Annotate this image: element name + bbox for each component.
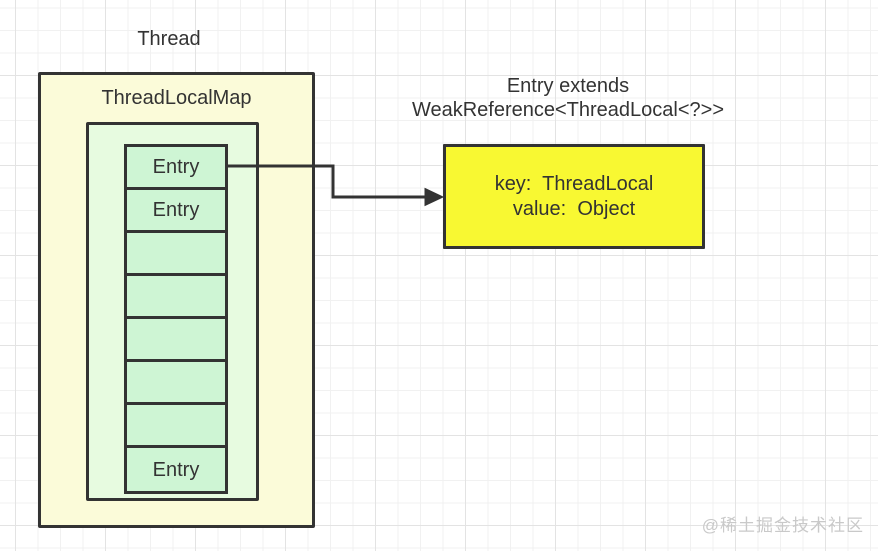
entry-slot: Entry — [127, 147, 225, 190]
entry-note: Entry extends WeakReference<ThreadLocal<… — [393, 74, 743, 122]
watermark-text: @稀土掘金技术社区 — [701, 516, 864, 535]
entry-slot-label: Entry — [152, 199, 200, 221]
entry-slot-label: Entry — [152, 156, 200, 178]
entry-slot — [127, 362, 225, 405]
threadlocalmap-label: ThreadLocalMap — [101, 87, 252, 109]
entry-note-line1: Entry extends — [506, 75, 630, 97]
entry-slot — [127, 319, 225, 362]
entry-array: Entry Entry Entry — [124, 144, 228, 494]
entry-key-text: key: ThreadLocal — [494, 172, 654, 195]
entry-slot-label: Entry — [152, 458, 200, 481]
entry-slot: Entry — [127, 190, 225, 233]
entry-slot — [127, 405, 225, 448]
entry-slot — [127, 276, 225, 319]
thread-label: Thread — [137, 28, 201, 50]
entry-detail-box: key: ThreadLocal value: Object — [443, 144, 705, 249]
entry-value-text: value: Object — [512, 197, 636, 220]
entry-slot: Entry — [127, 448, 225, 491]
entry-slot — [127, 233, 225, 276]
entry-note-line2: WeakReference<ThreadLocal<?>> — [411, 99, 725, 121]
